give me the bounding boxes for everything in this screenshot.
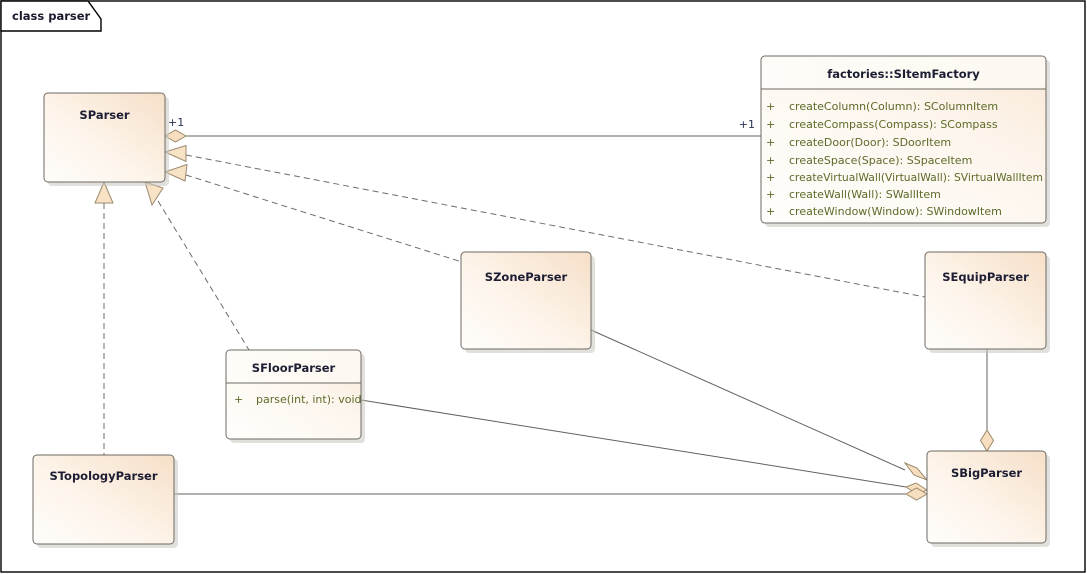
member-signature: createVirtualWall(VirtualWall): SVirtual…	[789, 171, 1043, 184]
member-signature: createSpace(Space): SSpaceItem	[789, 154, 972, 167]
class-name-label: STopologyParser	[49, 469, 157, 483]
connector-szoneparser-dep-sparser[interactable]	[163, 163, 463, 263]
dependency-arrowhead	[163, 163, 188, 182]
box-body	[760, 55, 1047, 224]
frame-tab	[0, 0, 102, 32]
connector-sparser-to-sitemfactory[interactable]	[163, 129, 761, 143]
class-box-sparser[interactable]: SParser	[43, 92, 169, 186]
connector-line	[360, 399, 907, 488]
box-body	[32, 454, 175, 545]
connector-sequipparser-to-sbigparser[interactable]	[979, 349, 995, 452]
class-name-label: SEquipParser	[942, 270, 1029, 284]
dependency-arrowhead	[163, 144, 187, 163]
member-visibility: +	[766, 118, 775, 131]
class-box-stopologyparser[interactable]: STopologyParser	[32, 454, 178, 548]
multiplicity-label-target: +1	[739, 118, 755, 131]
class-name-label: SBigParser	[951, 466, 1022, 480]
aggregation-diamond-fill	[903, 461, 929, 482]
box-header	[226, 350, 361, 383]
connector-stopologyparser-to-sbigparser[interactable]	[174, 487, 929, 501]
connector-stopologyparser-generalization[interactable]	[94, 180, 114, 455]
member-signature: createColumn(Column): SColumnItem	[789, 100, 998, 113]
member-visibility: +	[766, 154, 775, 167]
connector-layer	[94, 129, 995, 501]
class-name-label: SParser	[79, 108, 129, 122]
class-name-label: SFloorParser	[252, 361, 336, 375]
connector-line	[157, 200, 250, 351]
member-visibility: +	[766, 171, 775, 184]
member-visibility: +	[766, 100, 775, 113]
member-visibility: +	[766, 188, 775, 201]
member-visibility: +	[766, 136, 775, 149]
connector-sfloorparser-to-sbigparser[interactable]	[360, 399, 929, 495]
aggregation-diamond	[979, 429, 995, 452]
box-body	[926, 450, 1047, 544]
connector-line	[185, 174, 463, 263]
connector-sfloorparser-generalization[interactable]	[144, 181, 250, 351]
box-body	[924, 251, 1047, 350]
connector-szoneparser-to-sbigparser[interactable]	[590, 329, 929, 482]
class-box-sequipparser[interactable]: SEquipParser	[924, 251, 1050, 353]
aggregation-diamond	[163, 129, 188, 143]
class-box-sbigparser[interactable]: SBigParser	[926, 450, 1050, 547]
class-box-szoneparser[interactable]: SZoneParser	[460, 251, 595, 353]
box-body	[460, 251, 592, 350]
class-name-label: SZoneParser	[485, 270, 568, 284]
connector-line	[185, 154, 926, 298]
connector-line	[590, 329, 906, 471]
member-signature: createDoor(Door): SDoorItem	[789, 136, 951, 149]
member-visibility: +	[766, 205, 775, 218]
generalization-triangle	[94, 180, 114, 204]
box-body	[43, 92, 166, 183]
connector-sequipparser-dep-sparser[interactable]	[163, 144, 926, 298]
multiplicity-label-source: +1	[168, 116, 184, 129]
class-box-sfloorparser[interactable]: SFloorParser + parse(int, int): void	[225, 349, 365, 443]
multiplicity-layer: +1 +1	[168, 116, 755, 131]
member-visibility: +	[234, 393, 243, 406]
class-box-sitemfactory[interactable]: factories::SItemFactory + createColumn(C…	[760, 55, 1050, 227]
class-name-label: factories::SItemFactory	[827, 67, 980, 81]
member-signature: parse(int, int): void	[256, 393, 361, 406]
frame-label: class parser	[12, 9, 91, 23]
member-signature: createCompass(Compass): SCompass	[789, 118, 998, 131]
box-header	[761, 56, 1046, 89]
member-signature: createWall(Wall): SWallItem	[789, 188, 941, 201]
member-signature: createWindow(Window): SWindowItem	[789, 205, 1002, 218]
